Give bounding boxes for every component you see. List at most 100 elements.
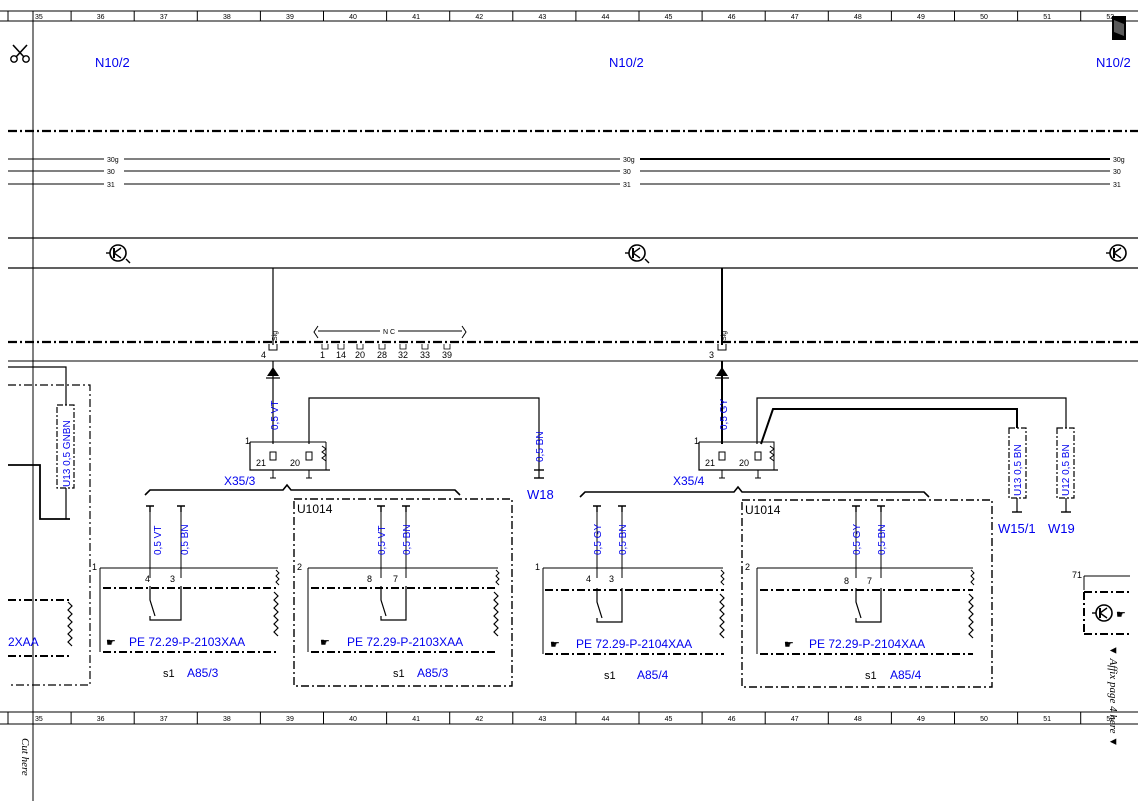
ruler-label: 40 [349, 14, 357, 21]
wire-label: 0,5 VT [153, 526, 164, 555]
pin-number: 4 [145, 574, 150, 584]
partial-switch: 2XAA [8, 599, 73, 657]
reference-link[interactable]: 2XAA [8, 635, 39, 649]
connector-pin-label: 1 [245, 436, 250, 446]
harness-bracket [144, 483, 461, 496]
switch-a85-4-s1: 0,5 GY 0,5 BN 1 4 3 ☛ PE 72.29-P-2104XAA… [535, 505, 725, 682]
module-label-n10-2: N10/2 [1096, 55, 1131, 70]
pin-number: 3 [609, 574, 614, 584]
ruler-label: 35 [35, 716, 43, 723]
pin-tick [421, 344, 429, 350]
pin-number: 8 [844, 576, 849, 586]
switch-label: s1 [163, 668, 175, 680]
pin-number: 7 [393, 574, 398, 584]
bus-label-31: 31 [1113, 182, 1121, 189]
nc-pin-number: 1 [320, 350, 325, 360]
pointing-hand-icon: ☛ [784, 639, 794, 651]
partial-component: 71 ☛ [1072, 570, 1130, 635]
ruler-label: 36 [97, 716, 105, 723]
wire-label: 0,5 GY [719, 399, 730, 430]
ground-symbol-icon [625, 244, 650, 264]
pin-number: 3 [170, 574, 175, 584]
wire-label-box [1008, 427, 1027, 499]
pin-tick [321, 344, 329, 350]
harness-bracket [579, 485, 930, 498]
component-label: A85/3 [187, 666, 219, 680]
ruler-label: 51 [1043, 14, 1051, 21]
ruler-label: 45 [665, 716, 673, 723]
component-boundary [293, 498, 513, 687]
wire [756, 397, 1067, 444]
pin-number: 4 [261, 350, 266, 360]
connector-arrow-icon [715, 361, 729, 444]
ruler-label: 52 [1106, 716, 1114, 723]
reference-link[interactable]: PE 72.29-P-2104XAA [809, 637, 925, 651]
ruler-label: 48 [854, 716, 862, 723]
connector-label: X35/4 [673, 474, 705, 488]
reference-link[interactable]: PE 72.29-P-2104XAA [576, 637, 692, 651]
wire-label: 0,5 BN [618, 524, 629, 555]
ruler-label: 46 [728, 14, 736, 21]
pointing-hand-icon: ☛ [1116, 609, 1126, 621]
wire-label-box [1056, 427, 1075, 499]
module-label-n10-2: N10/2 [609, 55, 644, 70]
nc-pin-number: 20 [355, 350, 365, 360]
wire-label: 0,5 VT [270, 401, 281, 430]
ruler-label: 49 [917, 14, 925, 21]
ruler-label: 50 [980, 716, 988, 723]
ground-point-label: W18 [527, 487, 554, 502]
ruler-label: 49 [917, 716, 925, 723]
wire [8, 366, 67, 405]
component-label: A85/4 [890, 668, 922, 682]
ground-point-label: W19 [1048, 521, 1075, 536]
ruler-label: 38 [223, 716, 231, 723]
bus-label-30g: 30g [107, 157, 119, 164]
reference-link[interactable]: PE 72.29-P-2103XAA [129, 635, 245, 649]
ruler-label: 37 [160, 14, 168, 21]
wire [8, 464, 70, 520]
ruler-label: 50 [980, 14, 988, 21]
group-label: U1014 [297, 502, 333, 516]
reference-link[interactable]: PE 72.29-P-2103XAA [347, 635, 463, 649]
bus-label-31: 31 [623, 182, 631, 189]
component-label: A85/3 [417, 666, 449, 680]
ruler-label: 44 [602, 716, 610, 723]
wire-label: U12 0,5 BN [1061, 444, 1072, 496]
nc-label: N C [383, 329, 395, 336]
pin-number: 8 [367, 574, 372, 584]
ruler-label: 47 [791, 14, 799, 21]
switch-label: s1 [393, 668, 405, 680]
ruler-label: 46 [728, 716, 736, 723]
nc-pin-number: 14 [336, 350, 346, 360]
wire-label: 0,5 BN [180, 524, 191, 555]
pin-number: 71 [1072, 570, 1082, 580]
connector-arrow-icon [266, 361, 280, 444]
power-bus: 30g 30 31 30g 30 31 30g 30 31 [8, 155, 1130, 189]
scissors-icon [10, 44, 30, 63]
wire-label: 0,5 BN [877, 524, 888, 555]
wire-label: U13 0,5 BN [1013, 444, 1024, 496]
pointing-hand-icon: ☛ [550, 639, 560, 651]
ruler-label: 52 [1106, 14, 1114, 21]
ruler-label: 36 [97, 14, 105, 21]
nc-bracket: N C [313, 325, 467, 339]
connector-pin-label: 20 [739, 458, 749, 468]
bus-label-30: 30 [107, 169, 115, 176]
pin-tick [356, 344, 364, 350]
nc-pin-number: 39 [442, 350, 452, 360]
component-label: A85/4 [637, 668, 669, 682]
ruler-label: 39 [286, 14, 294, 21]
ruler-label: 42 [475, 14, 483, 21]
pin-number: 2 [297, 562, 302, 572]
ruler-label: 51 [1043, 716, 1051, 723]
component-boundary [8, 384, 91, 686]
switch-a85-3-s1: 0,5 VT 0,5 BN 1 4 3 ☛ PE 72.29-P-2103XAA… [92, 505, 280, 680]
wire-label: 0,5 BN [535, 431, 546, 462]
switch-label: s1 [865, 670, 877, 682]
cut-here-text: Cut here [19, 738, 31, 776]
wire-label: 0,5 VT [377, 526, 388, 555]
